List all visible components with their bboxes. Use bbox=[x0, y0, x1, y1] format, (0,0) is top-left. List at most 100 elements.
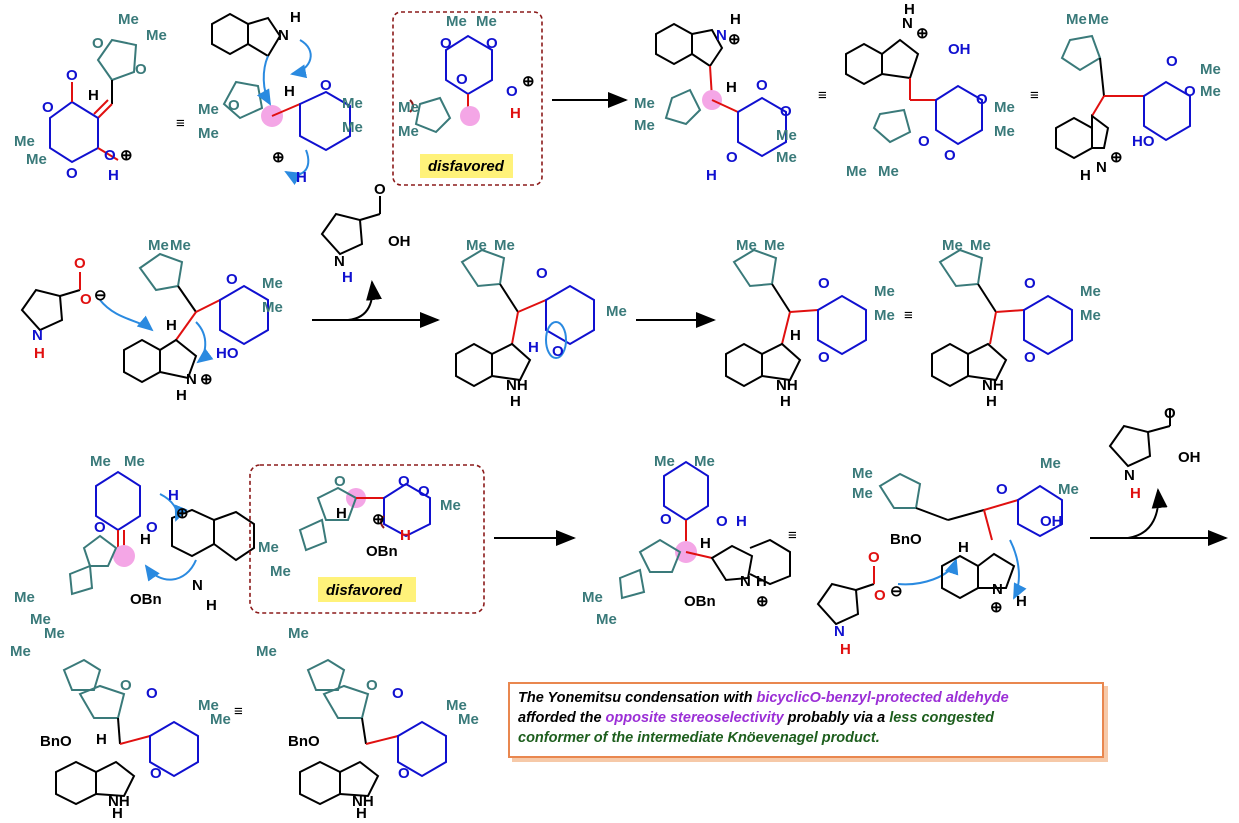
label-me: Me bbox=[270, 563, 291, 580]
label-plus: ⊕ bbox=[200, 371, 213, 388]
proline-release-arrow-2 bbox=[1127, 488, 1168, 539]
label-h: H bbox=[780, 393, 791, 410]
label-o: O bbox=[146, 519, 158, 536]
label-h: H bbox=[400, 527, 411, 544]
label-me: Me bbox=[256, 643, 277, 660]
label-h: H bbox=[528, 339, 539, 356]
label-bno: BnO bbox=[288, 733, 320, 750]
label-obn: OBn bbox=[684, 593, 716, 610]
label-o: O bbox=[996, 481, 1008, 498]
label-o: O bbox=[440, 35, 452, 52]
structure-6-iminium-conformer bbox=[1055, 34, 1191, 160]
label-plus: ⊕ bbox=[272, 149, 285, 166]
label-me: Me bbox=[198, 697, 219, 714]
structure-15-final-product bbox=[55, 658, 199, 806]
label-o: O bbox=[918, 133, 930, 150]
structure-14-iminium-proline bbox=[816, 472, 1063, 626]
label-o: O bbox=[716, 513, 728, 530]
label-o: O bbox=[392, 685, 404, 702]
label-me: Me bbox=[198, 101, 219, 118]
label-me: Me bbox=[846, 163, 867, 180]
equivalence-sign: ≡ bbox=[176, 115, 185, 132]
structure-14-labels: O O ⊖ N H Me Me BnO H O Me Me OH N H ⊕ bbox=[834, 455, 1079, 658]
label-h: H bbox=[336, 505, 347, 522]
label-oh: OH bbox=[388, 233, 411, 250]
label-o: O bbox=[976, 91, 988, 108]
label-n: N bbox=[740, 573, 751, 590]
label-oh: OH bbox=[1178, 449, 1201, 466]
label-plus: ⊕ bbox=[1110, 149, 1123, 166]
label-me: Me bbox=[440, 497, 461, 514]
label-o: O bbox=[74, 255, 86, 272]
structure-4-iminium-adduct bbox=[655, 22, 787, 158]
label-h: H bbox=[700, 535, 711, 552]
label-h: H bbox=[206, 597, 217, 614]
label-me: Me bbox=[776, 149, 797, 166]
label-me: Me bbox=[1088, 11, 1109, 28]
label-h: H bbox=[140, 531, 151, 548]
label-h: H bbox=[756, 573, 767, 590]
caption-highlight-aldehyde: bicyclicO-benzyl-protected aldehyde bbox=[756, 690, 1009, 706]
label-me: Me bbox=[1080, 307, 1101, 324]
label-me: Me bbox=[874, 307, 895, 324]
label-o: O bbox=[146, 685, 158, 702]
label-o: O bbox=[818, 349, 830, 366]
label-h: H bbox=[296, 169, 307, 186]
label-o: O bbox=[104, 147, 116, 164]
label-o: O bbox=[320, 77, 332, 94]
label-me: Me bbox=[582, 589, 603, 606]
label-me: Me bbox=[124, 453, 145, 470]
label-o: O bbox=[868, 549, 880, 566]
label-me: Me bbox=[1040, 455, 1061, 472]
label-me: Me bbox=[342, 119, 363, 136]
label-h: H bbox=[290, 9, 301, 26]
label-me: Me bbox=[258, 539, 279, 556]
structure-10-labels: Me Me O Me Me O NH H bbox=[942, 237, 1101, 410]
label-obn: OBn bbox=[366, 543, 398, 560]
proline-released bbox=[320, 196, 381, 256]
label-me: Me bbox=[44, 625, 65, 642]
caption-box: The Yonemitsu condensation with bicyclic… bbox=[508, 682, 1104, 758]
label-me: Me bbox=[694, 453, 715, 470]
label-o: O bbox=[660, 511, 672, 528]
structure-10-product-stereo bbox=[931, 248, 1073, 388]
structure-11-labels: Me Me O O H ⊕ H Me Me OBn N H bbox=[14, 453, 217, 628]
caption-text-3: probably via a bbox=[783, 710, 890, 726]
label-plus: ⊕ bbox=[756, 593, 769, 610]
label-me: Me bbox=[118, 11, 139, 28]
label-me: Me bbox=[970, 237, 991, 254]
label-plus: ⊕ bbox=[522, 73, 535, 90]
proline-carboxylate bbox=[20, 272, 154, 332]
label-h: H bbox=[342, 269, 353, 286]
label-h: H bbox=[904, 1, 915, 18]
label-me: Me bbox=[994, 123, 1015, 140]
label-h: H bbox=[356, 805, 367, 822]
proline-carboxylate-labels: O O ⊖ N H bbox=[32, 255, 107, 362]
label-me: Me bbox=[634, 117, 655, 134]
label-me: Me bbox=[146, 27, 167, 44]
label-n: N bbox=[902, 15, 913, 32]
structure-8-labels: Me Me O Me H O NH H bbox=[466, 237, 627, 410]
label-o: O bbox=[1024, 349, 1036, 366]
label-h: H bbox=[168, 487, 179, 504]
label-me: Me bbox=[1200, 83, 1221, 100]
label-bno: BnO bbox=[890, 531, 922, 548]
structure-9-labels: Me Me O Me Me O H NH H bbox=[736, 237, 895, 410]
label-o: O bbox=[486, 35, 498, 52]
label-plus: ⊕ bbox=[728, 31, 741, 48]
label-nh: NH bbox=[352, 793, 374, 810]
label-nh: NH bbox=[108, 793, 130, 810]
label-me: Me bbox=[634, 95, 655, 112]
label-me: Me bbox=[10, 643, 31, 660]
caption-highlight-stereoselectivity: opposite stereoselectivity bbox=[605, 710, 784, 726]
label-minus: ⊖ bbox=[890, 583, 903, 600]
label-o: O bbox=[226, 271, 238, 288]
label-nh: NH bbox=[776, 377, 798, 394]
label-o: O bbox=[228, 97, 240, 114]
label-o: O bbox=[874, 587, 886, 604]
label-o: O bbox=[398, 765, 410, 782]
label-me: Me bbox=[476, 13, 497, 30]
label-o: O bbox=[94, 519, 106, 536]
label-obn: OBn bbox=[130, 591, 162, 608]
